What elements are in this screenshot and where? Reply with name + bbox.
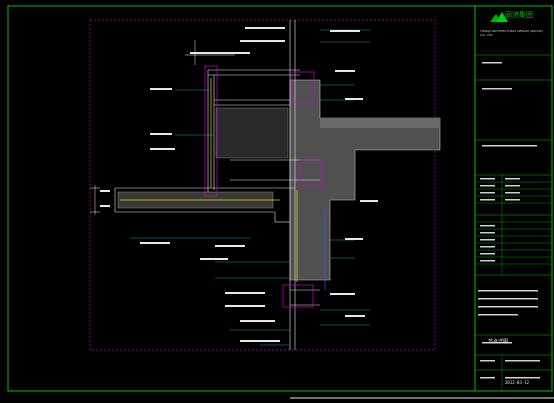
wall-hatch <box>289 79 441 281</box>
leader-lines <box>130 29 370 346</box>
cladding-lines <box>114 20 320 350</box>
viewport-border <box>89 19 436 351</box>
title-block-marks <box>478 62 540 379</box>
yellow-accents <box>120 78 298 282</box>
drawing-title: 节点详图 <box>488 339 509 345</box>
dimension-lines <box>90 40 235 215</box>
drawing-date: 2012-03-12 <box>505 380 530 385</box>
panel-fill-upper <box>215 107 289 159</box>
slab-hatch <box>320 118 440 128</box>
title-block-company-name: 同济集团 <box>505 11 533 19</box>
title-block-grid <box>475 175 552 391</box>
title-block-rules <box>475 54 552 371</box>
annotation-marks <box>100 27 378 342</box>
magenta-details <box>204 65 323 308</box>
title-block-frame <box>474 5 553 392</box>
sheet-frame <box>7 5 553 392</box>
title-block-company-sub: TONGJI ARCHITECTURAL DESIGN (GROUP) CO.,… <box>480 29 543 37</box>
company-logo <box>490 12 508 22</box>
